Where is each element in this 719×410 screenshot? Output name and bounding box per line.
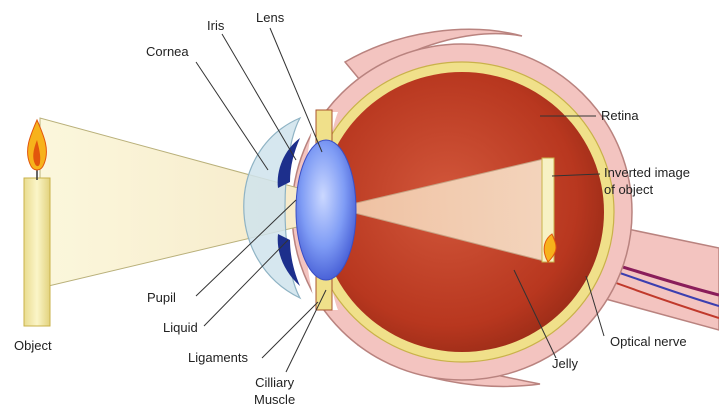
leader-ligaments <box>262 302 318 358</box>
leader-cornea <box>196 62 268 170</box>
leader-liquid <box>204 240 288 326</box>
label-optical-nerve: Optical nerve <box>610 334 687 350</box>
label-ligaments: Ligaments <box>188 350 248 366</box>
label-object: Object <box>14 338 52 354</box>
lens <box>296 140 356 280</box>
ciliary-muscle-top <box>316 110 332 144</box>
label-iris: Iris <box>207 18 224 34</box>
label-inverted-image: Inverted image of object <box>604 164 690 198</box>
label-cilliary-muscle: Cilliary Muscle <box>254 374 295 408</box>
candle-body <box>24 178 50 326</box>
label-lens: Lens <box>256 10 284 26</box>
label-retina: Retina <box>601 108 639 124</box>
label-jelly: Jelly <box>552 356 578 372</box>
label-liquid: Liquid <box>163 320 198 336</box>
label-pupil: Pupil <box>147 290 176 306</box>
leader-iris <box>222 34 296 160</box>
label-cornea: Cornea <box>146 44 189 60</box>
leader-cilliary <box>286 290 326 372</box>
